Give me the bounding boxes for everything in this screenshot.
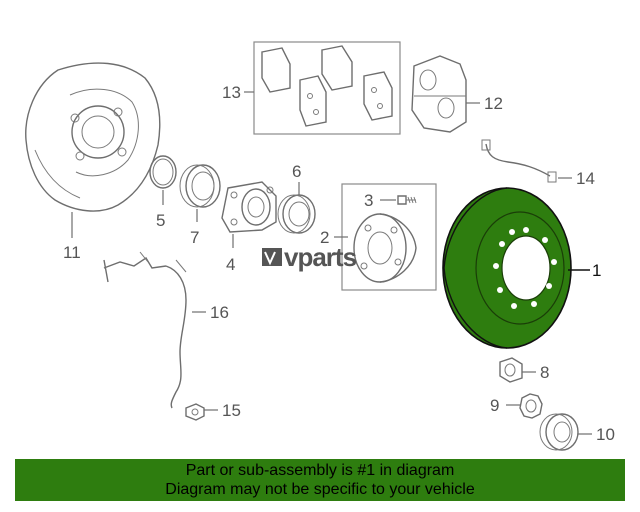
part-14-brake-hose[interactable]: [481, 139, 557, 183]
callout-8[interactable]: 8: [540, 363, 549, 382]
part-16-abs-sensor-wire[interactable]: [103, 251, 187, 409]
callout-12[interactable]: 12: [484, 94, 503, 113]
banner-line-2: Diagram may not be specific to your vehi…: [165, 481, 475, 498]
part-12-caliper[interactable]: [411, 55, 467, 133]
sub-assembly-box-13: [253, 41, 401, 135]
logo-text: vparts: [284, 242, 357, 272]
callout-6[interactable]: 6: [292, 162, 301, 181]
callout-7[interactable]: 7: [190, 228, 199, 247]
callout-2[interactable]: 2: [320, 228, 329, 247]
part-13-brake-pads[interactable]: [261, 45, 393, 127]
part-10-cap[interactable]: [539, 413, 579, 451]
part-4-hub-assembly[interactable]: [221, 181, 277, 233]
part-15-clamp[interactable]: [185, 403, 205, 421]
callout-14[interactable]: 14: [576, 169, 595, 188]
banner-line-1: Part or sub-assembly is #1 in diagram: [185, 462, 455, 479]
lvparts-logo: vparts: [262, 242, 358, 272]
callout-9[interactable]: 9: [490, 396, 499, 415]
part-11-dust-shield[interactable]: [25, 62, 161, 212]
part-8-nut[interactable]: [499, 357, 523, 383]
info-banner: Part or sub-assembly is #1 in diagram Di…: [15, 459, 625, 501]
part-9-hub-nut[interactable]: [519, 393, 543, 419]
part-5-snap-ring[interactable]: [149, 155, 177, 189]
callout-5[interactable]: 5: [156, 211, 165, 230]
part-6-seal[interactable]: [277, 194, 316, 234]
callout-13[interactable]: 13: [222, 83, 241, 102]
part-3-bolt[interactable]: [397, 195, 417, 205]
part-7-bearing[interactable]: [179, 164, 221, 208]
part-2-hub-bearing[interactable]: [353, 213, 417, 283]
callout-1[interactable]: 1: [592, 261, 601, 280]
callout-3[interactable]: 3: [364, 191, 373, 210]
callout-15[interactable]: 15: [222, 401, 241, 420]
part-1-brake-rotor[interactable]: [442, 187, 572, 349]
callout-4[interactable]: 4: [226, 255, 235, 274]
callout-11[interactable]: 11: [63, 243, 81, 262]
callout-10[interactable]: 10: [596, 425, 615, 444]
callout-16[interactable]: 16: [210, 303, 229, 322]
